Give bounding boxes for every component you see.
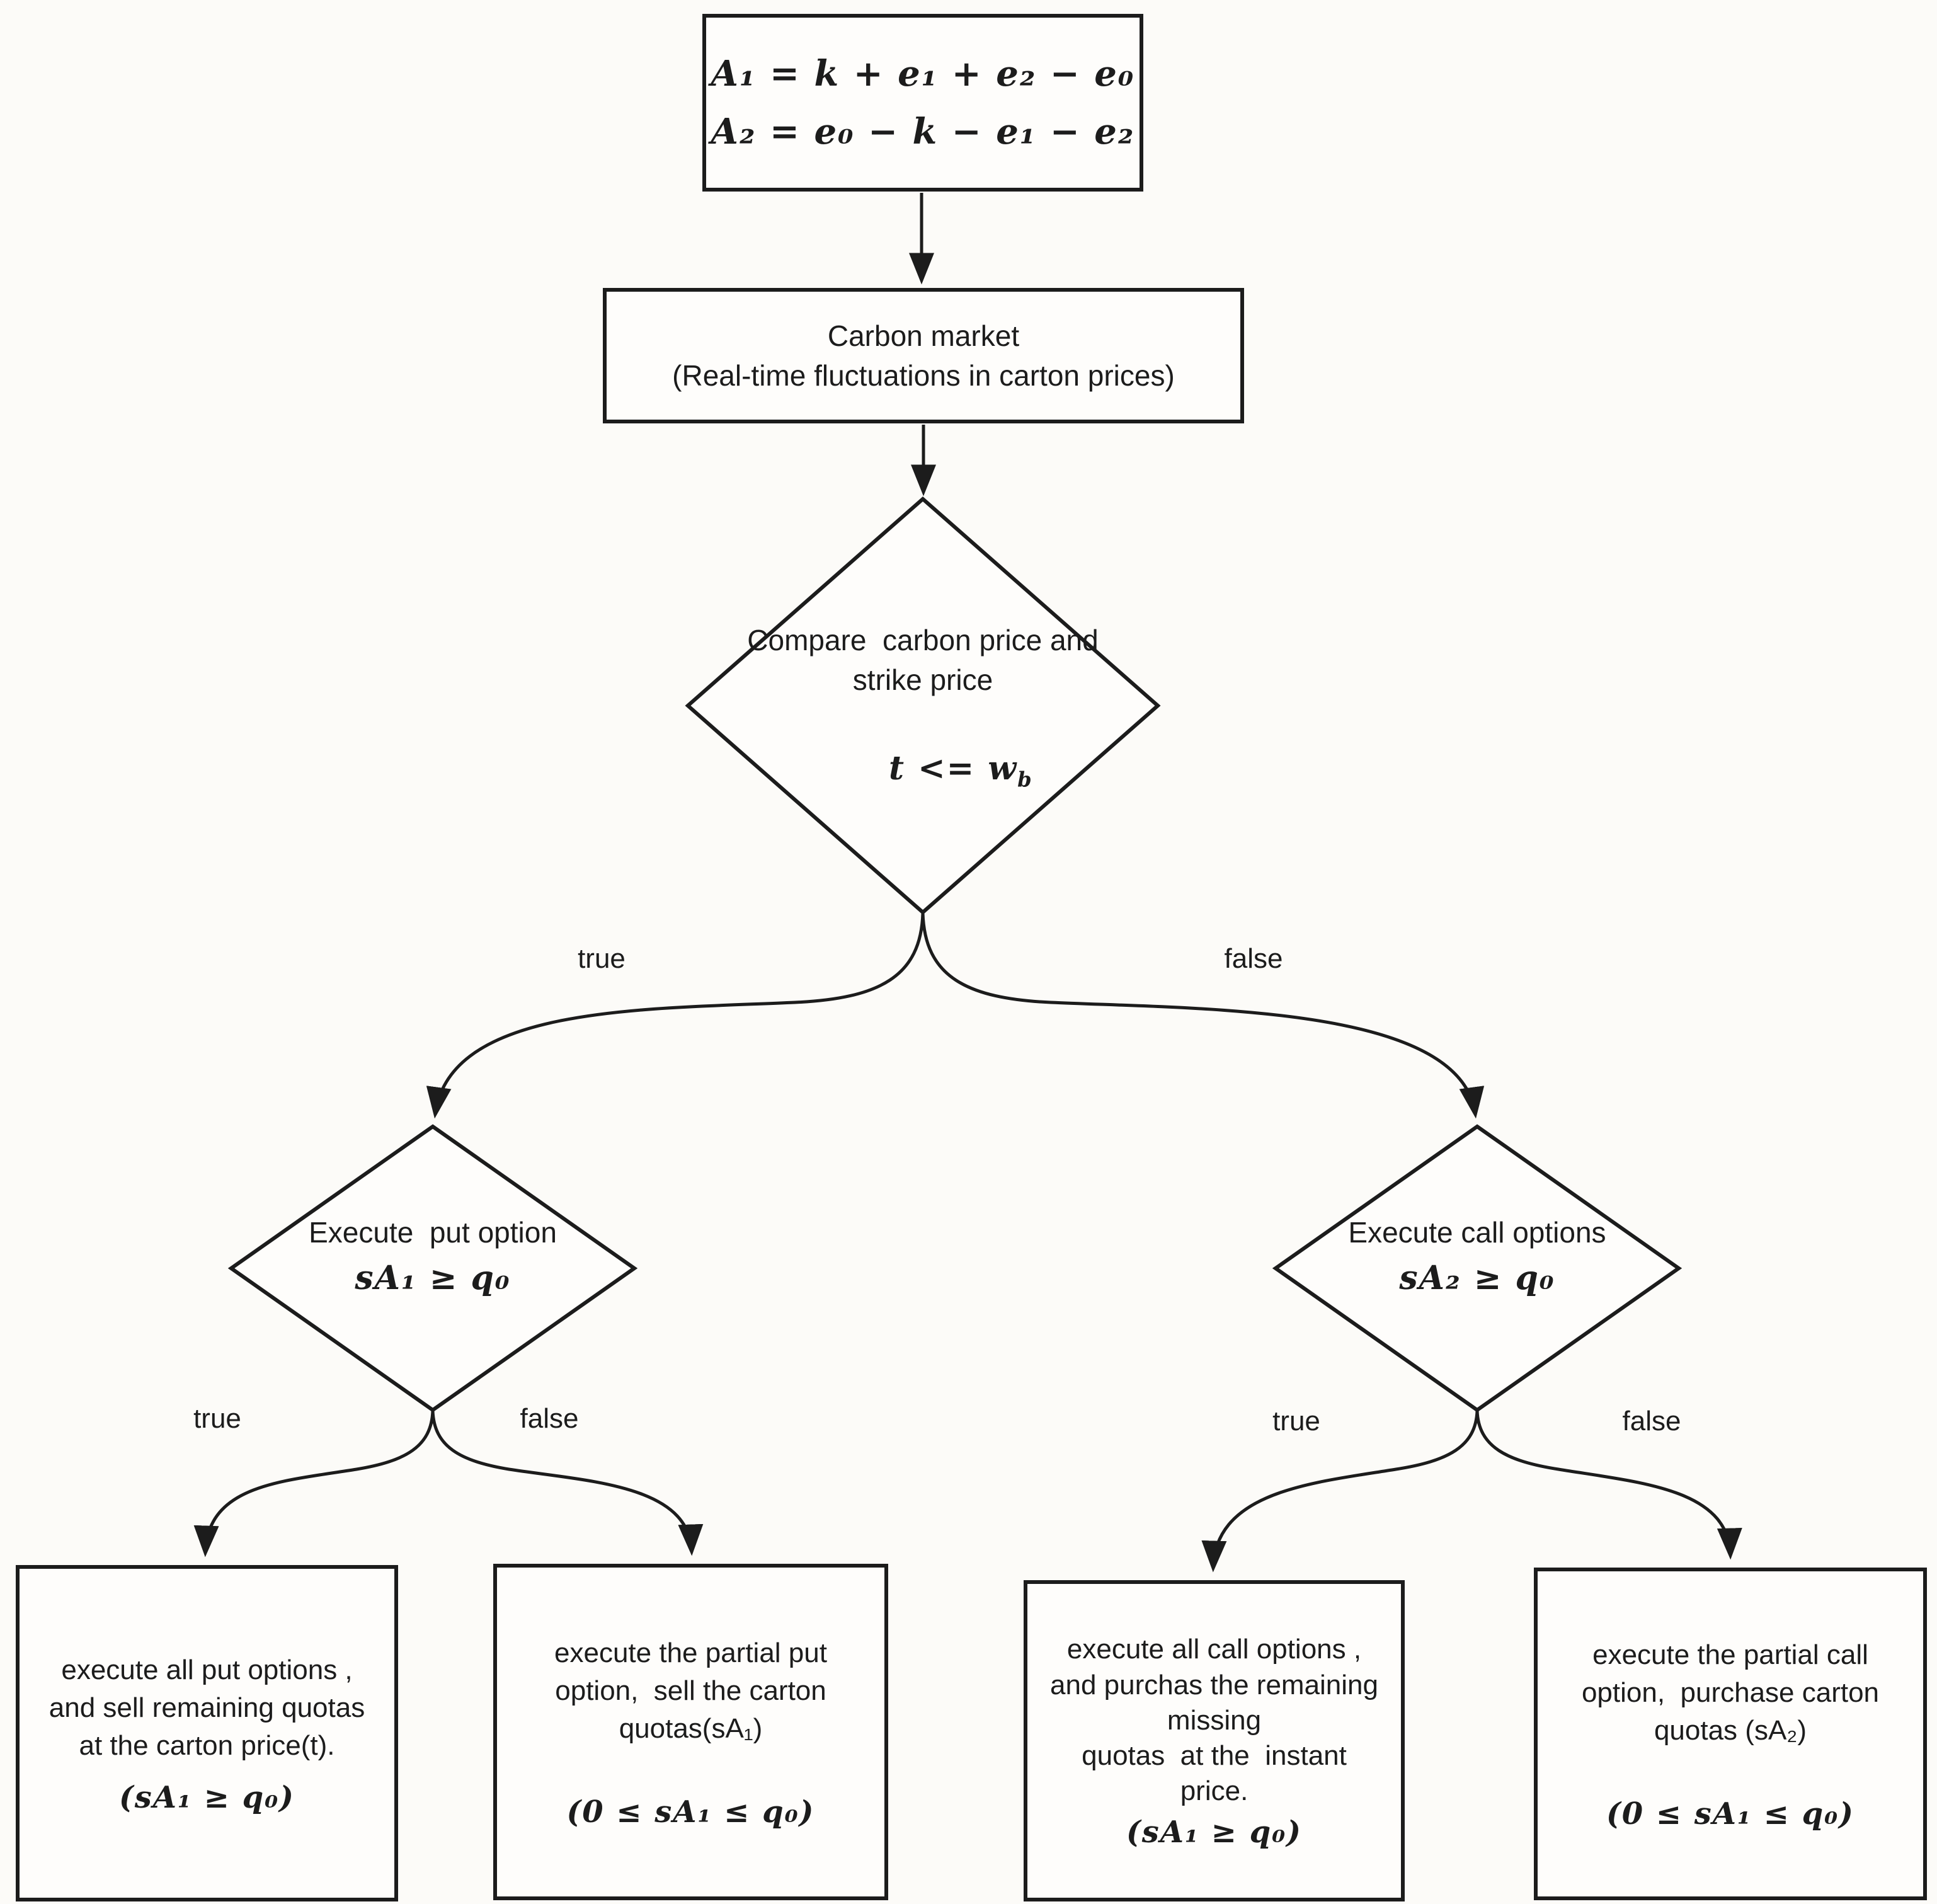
decision-formula: t <= wb [813,711,1032,830]
node-subtitle: (Real-time fluctuations in carton prices… [672,358,1175,392]
result-line: and sell remaining quotas [49,1692,365,1724]
formula-line: A₁ = k + e₁ + e₂ − e₀ [711,52,1135,95]
result-line: quotas(sA₁) [619,1712,763,1744]
result-line: at the carton price(t). [79,1729,335,1761]
edge-label-put-true: true [193,1403,241,1434]
edge-compare-false [921,912,1485,1119]
put-decision-diamond [227,1124,638,1413]
decision-line: Compare carbon price and [747,624,1099,657]
edge-call-false [1475,1410,1742,1560]
result-line: execute all call options , [1066,1634,1362,1665]
node-execute-all-calls: execute all call options , and purchas t… [1024,1580,1405,1901]
edge-put-false [431,1410,704,1556]
result-formula: (0 ≤ sA₁ ≤ q₀) [1606,1796,1854,1832]
result-line: option, sell the carton [555,1675,826,1707]
formula-subscript: b [1017,767,1033,792]
call-decision-diamond [1272,1124,1683,1413]
formula-line: A₂ = e₀ − k − e₁ − e₂ [711,111,1135,152]
decision-line: strike price [852,663,993,696]
node-carbon-market: Carbon market (Real-time fluctuations in… [603,288,1244,423]
compare-decision-text: Compare carbon price and strike price t … [690,621,1156,830]
result-line: price. [1180,1775,1248,1807]
result-formula: (sA₁ ≥ q₀) [1126,1814,1302,1850]
result-line: missing [1167,1704,1262,1736]
result-line: execute all put options , [61,1655,353,1686]
node-formulas: A₁ = k + e₁ + e₂ − e₀ A₂ = e₀ − k − e₁ −… [702,14,1143,192]
result-line: execute the partial call [1592,1639,1868,1671]
edge-label-compare-true: true [578,943,626,974]
node-title: Carbon market [827,319,1020,352]
edge-compare-true [426,912,925,1119]
formula-base: t <= w [888,749,1018,788]
decision-line: Execute put option [309,1216,557,1249]
result-formula: (0 ≤ sA₁ ≤ q₀) [566,1794,815,1830]
put-decision-text: Execute put option sA₁ ≥ q₀ [244,1213,622,1297]
result-line: and purchas the remaining [1050,1669,1378,1700]
edge-put-true [193,1410,435,1557]
result-line: option, purchase carton [1581,1677,1880,1709]
edge-label-call-false: false [1622,1406,1681,1437]
edge-label-compare-false: false [1224,943,1283,974]
compare-decision-diamond [685,496,1161,915]
result-line: quotas (sA₂) [1654,1714,1807,1746]
decision-formula: sA₂ ≥ q₀ [1399,1258,1555,1297]
call-decision-text: Execute call options sA₂ ≥ q₀ [1288,1213,1666,1297]
node-execute-partial-put: execute the partial put option, sell the… [493,1564,888,1900]
node-execute-partial-call: execute the partial call option, purchas… [1534,1568,1927,1900]
decision-line: Execute call options [1348,1216,1606,1249]
decision-formula: sA₁ ≥ q₀ [355,1258,511,1297]
result-formula: (sA₁ ≥ q₀) [119,1779,295,1815]
edge-label-put-false: false [520,1403,579,1434]
node-execute-all-puts: execute all put options , and sell remai… [16,1565,398,1901]
result-line: quotas at the instant [1082,1740,1347,1772]
result-line: execute the partial put [554,1637,827,1669]
edge-label-call-true: true [1272,1406,1320,1437]
edge-call-true [1201,1410,1479,1573]
